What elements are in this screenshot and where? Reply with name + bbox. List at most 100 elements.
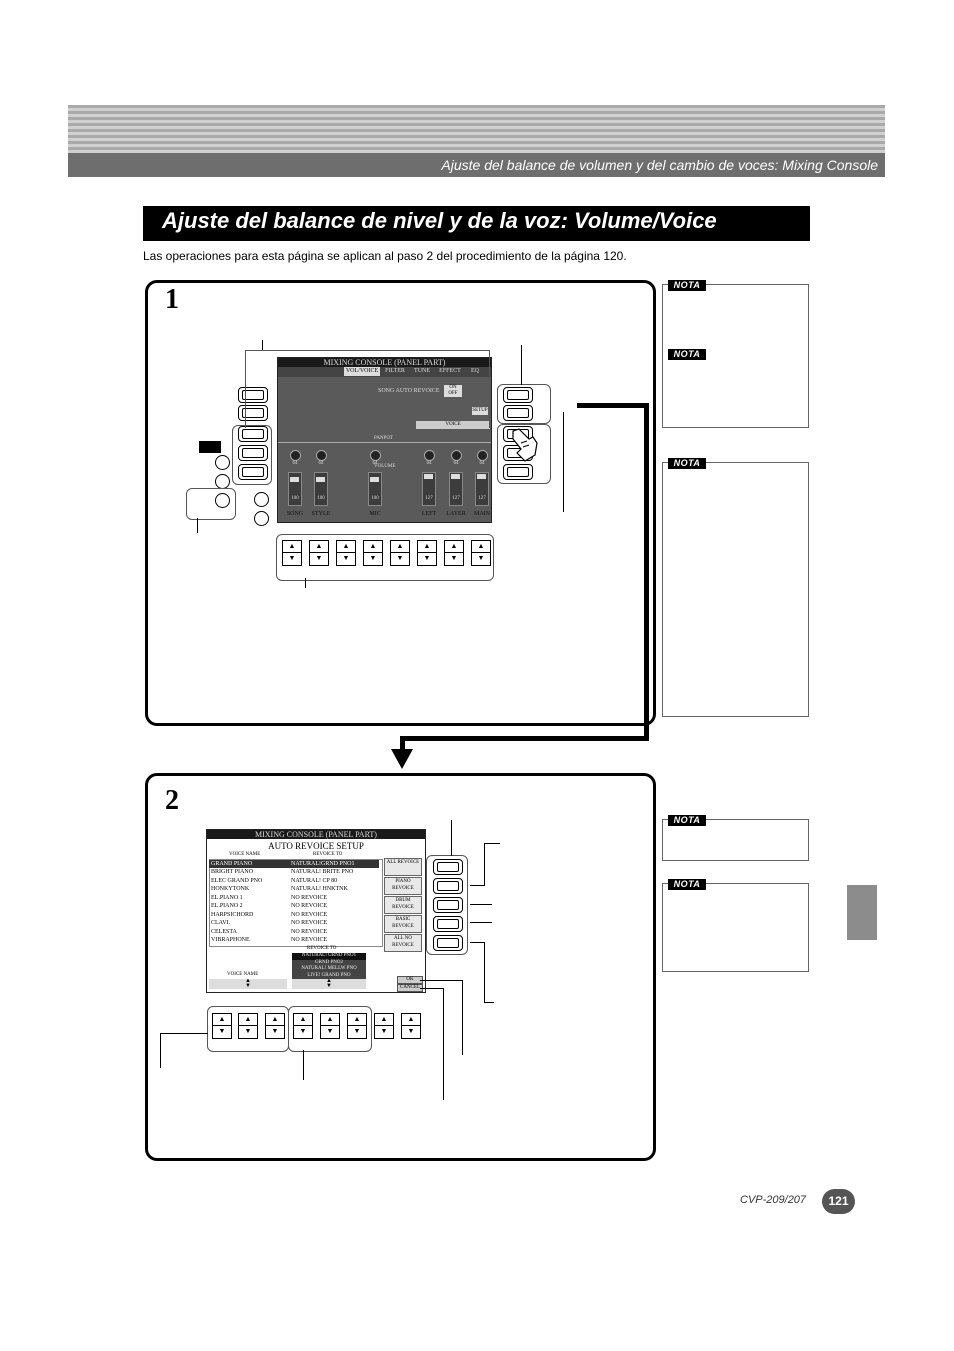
revoice-to-list[interactable]: NATURAL! GRND PNO1 GRND PNO2 NATURAL! ME… <box>292 953 366 979</box>
setup-button[interactable]: SETUP <box>472 407 488 415</box>
screen-button-j[interactable] <box>433 935 463 951</box>
pan-knob-icon[interactable] <box>370 450 381 461</box>
panel-button-mixing-console[interactable] <box>215 493 230 508</box>
panel-button[interactable] <box>254 511 269 526</box>
screen-tabs: VOL/VOICE FILTER TUNE EFFECT EQ <box>278 367 491 377</box>
channel-name: LAYER <box>446 511 466 517</box>
voice-name-scroll[interactable]: ▲▼ <box>209 978 287 989</box>
option-on: ON <box>449 385 457 390</box>
option-off: OFF <box>448 391 458 396</box>
up-down-button-6[interactable]: ▲▼ <box>347 1013 367 1039</box>
voice-header: VOICE <box>416 421 490 429</box>
tab-eq[interactable]: EQ <box>471 368 479 374</box>
button-group-highlight <box>426 855 468 955</box>
song-auto-revoice-switch[interactable]: ON OFF <box>444 385 462 397</box>
up-down-button-3[interactable]: ▲▼ <box>265 1013 285 1039</box>
auto-revoice-screen: MIXING CONSOLE (PANEL PART) AUTO REVOICE… <box>206 829 426 993</box>
tab-effect[interactable]: EFFECT <box>439 368 461 374</box>
panel-button[interactable] <box>215 474 230 489</box>
screen-button-j[interactable] <box>503 464 533 480</box>
tab-tune[interactable]: TUNE <box>414 368 430 374</box>
page-title: Ajuste del balance de nivel y de la voz:… <box>162 208 717 233</box>
pan-knob-icon[interactable] <box>290 450 301 461</box>
volume-fader[interactable] <box>288 472 302 506</box>
nota-label: NOTA <box>668 280 706 291</box>
up-down-button-2[interactable]: ▲▼ <box>238 1013 258 1039</box>
pan-value: 64 <box>372 461 378 466</box>
screen-button-d[interactable] <box>238 445 268 461</box>
up-down-button-7[interactable]: ▲▼ <box>374 1013 394 1039</box>
up-down-button-2[interactable]: ▲▼ <box>309 540 329 566</box>
up-down-button-5[interactable]: ▲▼ <box>320 1013 340 1039</box>
screen-button-b[interactable] <box>238 405 268 421</box>
screen-button-g[interactable] <box>503 405 533 421</box>
pan-value: 64 <box>318 461 324 466</box>
volume-fader[interactable] <box>422 472 436 506</box>
tab-filter[interactable]: FILTER <box>385 368 405 374</box>
revoice-list <box>209 859 383 947</box>
channel-name: STYLE <box>311 511 331 517</box>
chapter-tab <box>847 885 877 940</box>
up-down-button-1[interactable]: ▲▼ <box>212 1013 232 1039</box>
volume-value: 127 <box>425 496 433 501</box>
volume-fader[interactable] <box>368 472 382 506</box>
up-down-button-1[interactable]: ▲▼ <box>282 540 302 566</box>
up-down-button-3[interactable]: ▲▼ <box>336 540 356 566</box>
up-down-button-8[interactable]: ▲▼ <box>471 540 491 566</box>
revoice-to-scroll[interactable]: ▲▼ <box>292 978 366 989</box>
panel-button[interactable] <box>215 455 230 470</box>
button-group-highlight <box>288 1006 372 1052</box>
up-down-button-6[interactable]: ▲▼ <box>417 540 437 566</box>
up-down-button-8[interactable]: ▲▼ <box>401 1013 421 1039</box>
pan-knob-icon[interactable] <box>477 450 488 461</box>
screen-button-h[interactable] <box>433 897 463 913</box>
button-group-highlight <box>497 384 551 424</box>
voice-name-label: VOICE NAME <box>227 972 259 977</box>
screen-button-c[interactable] <box>238 426 268 442</box>
tab-vol-voice[interactable]: VOL/VOICE <box>344 367 380 376</box>
screen-button-f[interactable] <box>503 387 533 403</box>
step-2-number: 2 <box>165 785 179 816</box>
model-name: CVP-209/207 <box>740 1194 807 1206</box>
list-item[interactable]: LIVE! GRAND PNO <box>307 972 351 978</box>
list-item[interactable]: GRND PNO2 <box>315 959 343 965</box>
all-no-revoice-button[interactable]: ALL NO REVOICE <box>384 934 422 952</box>
piano-revoice-button[interactable]: PIANO REVOICE <box>384 877 422 895</box>
all-revoice-button[interactable]: ALL REVOICE <box>384 858 422 876</box>
up-down-button-4[interactable]: ▲▼ <box>363 540 383 566</box>
nota-label: NOTA <box>668 349 706 360</box>
screen-button-f[interactable] <box>433 859 463 875</box>
pan-knob-icon[interactable] <box>451 450 462 461</box>
screen-button-a[interactable] <box>238 387 268 403</box>
volume-fader[interactable] <box>475 472 489 506</box>
list-item[interactable]: NATURAL! GRND PNO1 <box>292 953 366 960</box>
volume-value: 100 <box>291 496 299 501</box>
list-item[interactable]: NATURAL! MELLW PNO <box>301 966 357 971</box>
pan-knob-icon[interactable] <box>424 450 435 461</box>
up-down-button-5[interactable]: ▲▼ <box>390 540 410 566</box>
up-down-button-7[interactable]: ▲▼ <box>444 540 464 566</box>
up-down-button-4[interactable]: ▲▼ <box>293 1013 313 1039</box>
panel-button[interactable] <box>254 492 269 507</box>
screen-button-i[interactable] <box>433 916 463 932</box>
basic-revoice-button[interactable]: BASIC REVOICE <box>384 915 422 933</box>
channel-strip: 64 100 SONG <box>282 446 308 520</box>
screen-button-g[interactable] <box>433 878 463 894</box>
screen-button-e[interactable] <box>238 464 268 480</box>
drum-revoice-button[interactable]: DRUM REVOICE <box>384 896 422 914</box>
note-box <box>662 819 809 861</box>
volume-fader[interactable] <box>449 472 463 506</box>
table-row[interactable]: CLAVI.NO REVOICE <box>211 920 328 926</box>
pan-knob-icon[interactable] <box>316 450 327 461</box>
volume-fader[interactable] <box>314 472 328 506</box>
channel-strip: 64 127 MAIN <box>469 446 495 520</box>
